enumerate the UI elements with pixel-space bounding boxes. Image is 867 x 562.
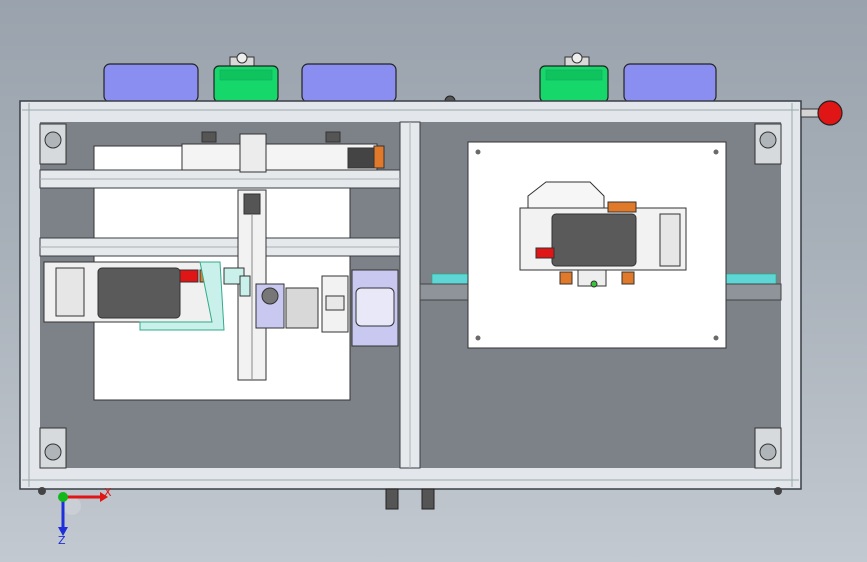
motor-top-left (39, 123, 67, 165)
y-axis-marker (58, 492, 68, 502)
lilac-fixture (351, 269, 399, 347)
camera-assembly (223, 267, 349, 333)
horizontal-rail-upper (39, 169, 401, 189)
motor-top-right (754, 123, 782, 165)
z-axis-label: Z (58, 534, 66, 547)
coordinate-triad: X Z (58, 486, 112, 547)
blue-cover-mid (301, 63, 397, 103)
right-station (419, 141, 782, 349)
left-station (39, 131, 401, 401)
blue-cover-left (103, 63, 199, 103)
upper-linear-module (181, 131, 385, 173)
blue-cover-right (623, 63, 717, 103)
motor-bottom-right (754, 427, 782, 469)
left-gripper-carriage (43, 261, 225, 331)
teal-rail-left (431, 273, 469, 285)
right-gripper-carriage (519, 181, 687, 288)
teal-rail-right (725, 273, 777, 285)
horizontal-rail-lower (39, 237, 401, 257)
motor-bottom-left (39, 427, 67, 469)
x-axis-label: X (104, 486, 112, 499)
top-controls (103, 52, 717, 107)
bottom-connectors (385, 488, 435, 510)
green-button-right (539, 52, 609, 103)
estop-button[interactable] (800, 100, 843, 126)
green-button-left (213, 52, 279, 103)
corner-motors (39, 123, 782, 469)
